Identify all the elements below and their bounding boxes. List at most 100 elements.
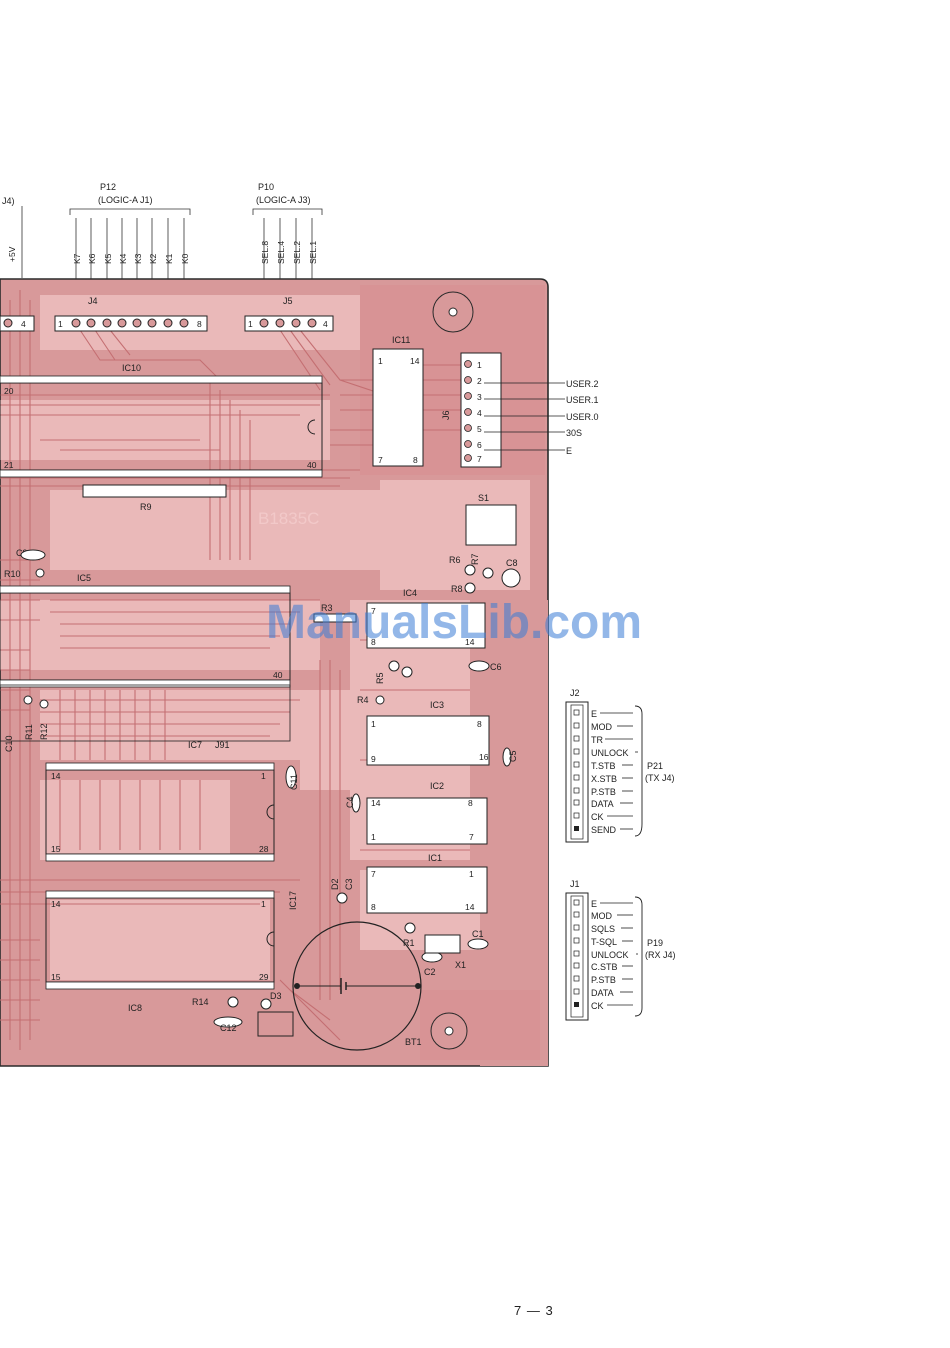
capacitor-c5: C5 xyxy=(502,747,518,767)
resistor-array-r9: R9 xyxy=(82,484,227,512)
pin-number: 8 xyxy=(477,719,482,729)
connector-j2: J2 E MOD TR UNLOCK T.STB X.STB P.STB DAT… xyxy=(565,688,675,843)
j2-signal-label: SEND xyxy=(591,825,617,835)
pin-number: 14 xyxy=(410,356,420,366)
sel-pin-label: SEL.8 xyxy=(260,241,270,264)
c10-label: C10 xyxy=(4,735,14,752)
ic1-label: IC1 xyxy=(428,853,442,863)
d3-label: D3 xyxy=(270,991,282,1001)
c4-label: C4 xyxy=(345,796,355,808)
pin-number: 8 xyxy=(371,637,376,647)
p10-label: P10 xyxy=(258,182,274,192)
j1-signal-label: UNLOCK xyxy=(591,950,629,960)
c5-label: C5 xyxy=(508,750,518,762)
ic5: IC5 40 xyxy=(0,573,291,688)
connector-j5-label: J5 xyxy=(283,296,293,306)
pin-number: 1 xyxy=(371,832,376,842)
k-pin-label: K0 xyxy=(180,253,190,264)
r6-label: R6 xyxy=(449,555,461,565)
c12-label: C12 xyxy=(220,1023,237,1033)
pin-number: 7 xyxy=(371,606,376,616)
ic11: IC11 1 14 7 8 xyxy=(372,335,424,467)
j1-signal-label: C.STB xyxy=(591,962,618,972)
p21-label: P21 xyxy=(647,761,663,771)
header-j4-label: J4) xyxy=(2,196,15,206)
plus5v-label: +5V xyxy=(7,246,17,262)
j2-signal-label: T.STB xyxy=(591,761,616,771)
p12-bracket xyxy=(69,208,191,215)
pin-number: 40 xyxy=(273,670,283,680)
resistor-r3: R3 xyxy=(313,603,357,623)
ic2: IC2 14 8 1 7 xyxy=(366,781,488,845)
pin-number: 28 xyxy=(259,844,269,854)
ic2-label: IC2 xyxy=(430,781,444,791)
battery-bt1: BT1 xyxy=(292,921,422,1051)
connector-j4: J4 1 8 xyxy=(54,296,208,332)
r7-label: R7 xyxy=(470,553,480,565)
pin-number: 7 xyxy=(469,832,474,842)
j2-signal-label: X.STB xyxy=(591,774,617,784)
r5-label: R5 xyxy=(375,672,385,684)
mounting-hole-bottom xyxy=(430,1012,468,1050)
j1-signal-label: DATA xyxy=(591,988,614,998)
k-pin-label: K3 xyxy=(133,253,143,264)
p21-sublabel: (TX J4) xyxy=(645,773,675,783)
r9-label: R9 xyxy=(140,502,152,512)
connector-j1-label: J1 xyxy=(570,879,580,889)
c2-label: C2 xyxy=(424,967,436,977)
ic11-label: IC11 xyxy=(392,335,410,345)
connector-pin-number: 3 xyxy=(477,392,482,402)
sel-pin-label: SEL.2 xyxy=(292,241,302,264)
j2-signal-label: UNLOCK xyxy=(591,748,629,758)
pin-number: 15 xyxy=(51,972,61,982)
connector-pin-number: 1 xyxy=(248,319,253,329)
ic5-label: IC5 xyxy=(77,573,91,583)
pin-number: 8 xyxy=(371,902,376,912)
r1-c1-c2-x1-group: R1 C1 C2 X1 xyxy=(403,922,489,977)
watermark: ManualsLib.com xyxy=(266,596,642,649)
j6-signal-label: E xyxy=(566,446,572,456)
r14-d3-c12-group: R14 D3 C12 xyxy=(192,991,294,1037)
pin-number: 9 xyxy=(371,754,376,764)
small-components-r6-r8: R6 R7 R8 C8 xyxy=(449,553,521,594)
connector-j2-label: J2 xyxy=(570,688,580,698)
d2-label: D2 xyxy=(330,878,340,890)
pin-number: 15 xyxy=(51,844,61,854)
connector-j6-label: J6 xyxy=(441,410,451,420)
connector-pin-number: 1 xyxy=(58,319,63,329)
j6-signal-label: USER.0 xyxy=(566,412,599,422)
ic3: IC3 1 8 9 16 xyxy=(366,700,490,766)
r3-label: R3 xyxy=(321,603,333,613)
connector-pin-number: 6 xyxy=(477,440,482,450)
k-pin-label: K2 xyxy=(148,253,158,264)
ic10-label: IC10 xyxy=(122,363,141,373)
x1-label: X1 xyxy=(455,960,466,970)
ic8-label: IC8 xyxy=(128,1003,142,1013)
switch-s1: S1 xyxy=(465,493,517,546)
connector-pin-number: 4 xyxy=(21,319,26,329)
j1-signal-label: MOD xyxy=(591,911,612,921)
pin-number: 1 xyxy=(371,719,376,729)
pin-number: 7 xyxy=(371,869,376,879)
p10-sublabel: (LOGIC-A J3) xyxy=(256,195,311,205)
d2-c3-ic17-group: IC17 D2 C3 xyxy=(288,878,354,910)
ic8: 14 1 15 29 IC8 xyxy=(45,890,275,1013)
j1-signal-labels: E MOD SQLS T-SQL UNLOCK C.STB P.STB DATA… xyxy=(591,899,629,1011)
sel-pin-label: SEL.4 xyxy=(276,241,286,264)
pin-number: 1 xyxy=(469,869,474,879)
pin-number: 16 xyxy=(479,752,489,762)
pin-number: 20 xyxy=(4,386,14,396)
p19-sublabel: (RX J4) xyxy=(645,950,676,960)
pin-number: 14 xyxy=(51,771,61,781)
j1-signal-label: CK xyxy=(591,1001,604,1011)
r11-label: R11 xyxy=(24,724,34,740)
s1-label: S1 xyxy=(478,493,489,503)
capacitor-c11: C11 xyxy=(285,765,299,790)
j2-signal-label: MOD xyxy=(591,722,612,732)
ic1: IC1 7 1 8 14 xyxy=(366,853,488,914)
k-pin-label: K5 xyxy=(103,253,113,264)
connector-j5: J5 1 4 xyxy=(244,296,334,332)
j1-signal-label: T-SQL xyxy=(591,937,617,947)
k-pin-labels: K7 K6 K5 K4 K3 K2 K1 K0 xyxy=(72,253,190,264)
c6-label: C6 xyxy=(490,662,502,672)
